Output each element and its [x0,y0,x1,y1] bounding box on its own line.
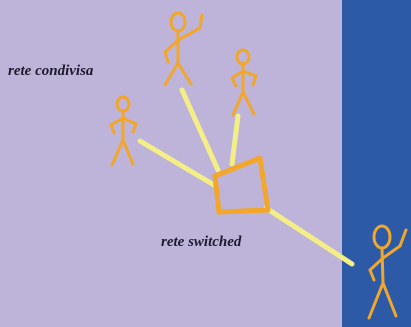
person-top-left [163,11,204,87]
link-left [137,138,217,188]
shared-network-label: rete condivisa [8,63,94,79]
person-right-panel [367,224,408,320]
side-panel [342,0,411,327]
person-left [109,95,138,167]
network-links [137,87,355,267]
link-to-panel [263,205,355,267]
link-top-right [229,113,241,167]
link-top-left [179,87,221,173]
person-top-right [230,48,258,117]
stick-figure-icon [109,11,408,320]
switched-network-label: rete switched [161,234,242,250]
switch-box-icon [212,155,271,215]
